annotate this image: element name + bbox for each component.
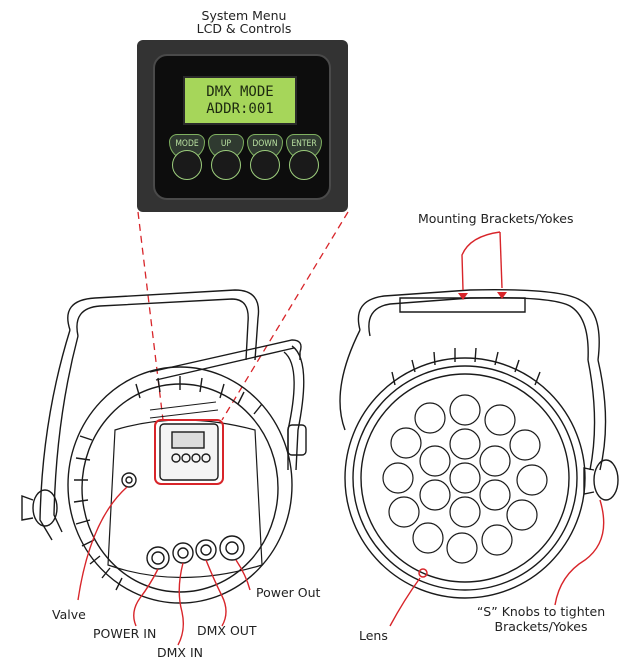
down-button[interactable]: DOWN: [247, 134, 283, 182]
front-fixture: [339, 289, 619, 599]
lens-marker: [418, 568, 428, 578]
up-button[interactable]: UP: [208, 134, 244, 182]
mode-button-knob: [172, 150, 202, 180]
callout-lines: [137, 211, 349, 421]
power-in-label: POWER IN: [93, 626, 157, 641]
lcd-controls-label: LCD & Controls: [196, 21, 292, 36]
lcd-highlight: [154, 419, 224, 485]
s-knobs-label-line2: Brackets/Yokes: [494, 619, 588, 634]
s-knobs-label-line1: “S” Knobs to tighten: [476, 604, 606, 619]
dmx-out-label: DMX OUT: [197, 623, 257, 638]
lcd-line-2: ADDR:001: [206, 101, 274, 117]
power-out-label: Power Out: [256, 585, 321, 600]
rear-fixture: [21, 289, 307, 604]
dmx-in-label: DMX IN: [157, 645, 203, 660]
arrowheads: [458, 292, 507, 300]
lcd-line-1: DMX MODE: [206, 84, 274, 100]
lcd-screen: DMX MODE ADDR:001: [183, 76, 297, 125]
valve-label: Valve: [52, 607, 86, 622]
lens-label: Lens: [359, 628, 388, 643]
enter-button[interactable]: ENTER: [286, 134, 322, 182]
mounting-brackets-label: Mounting Brackets/Yokes: [418, 211, 574, 226]
front-lenses: [382, 394, 548, 564]
pointer-lines: [77, 231, 605, 646]
lcd-control-panel: DMX MODE ADDR:001 MODE UP DOWN ENTER: [137, 40, 348, 212]
system-menu-label: System Menu: [201, 8, 287, 23]
lcd-bezel: DMX MODE ADDR:001 MODE UP DOWN ENTER: [153, 54, 331, 200]
enter-button-knob: [289, 150, 319, 180]
down-button-knob: [250, 150, 280, 180]
mode-button[interactable]: MODE: [169, 134, 205, 182]
up-button-knob: [211, 150, 241, 180]
